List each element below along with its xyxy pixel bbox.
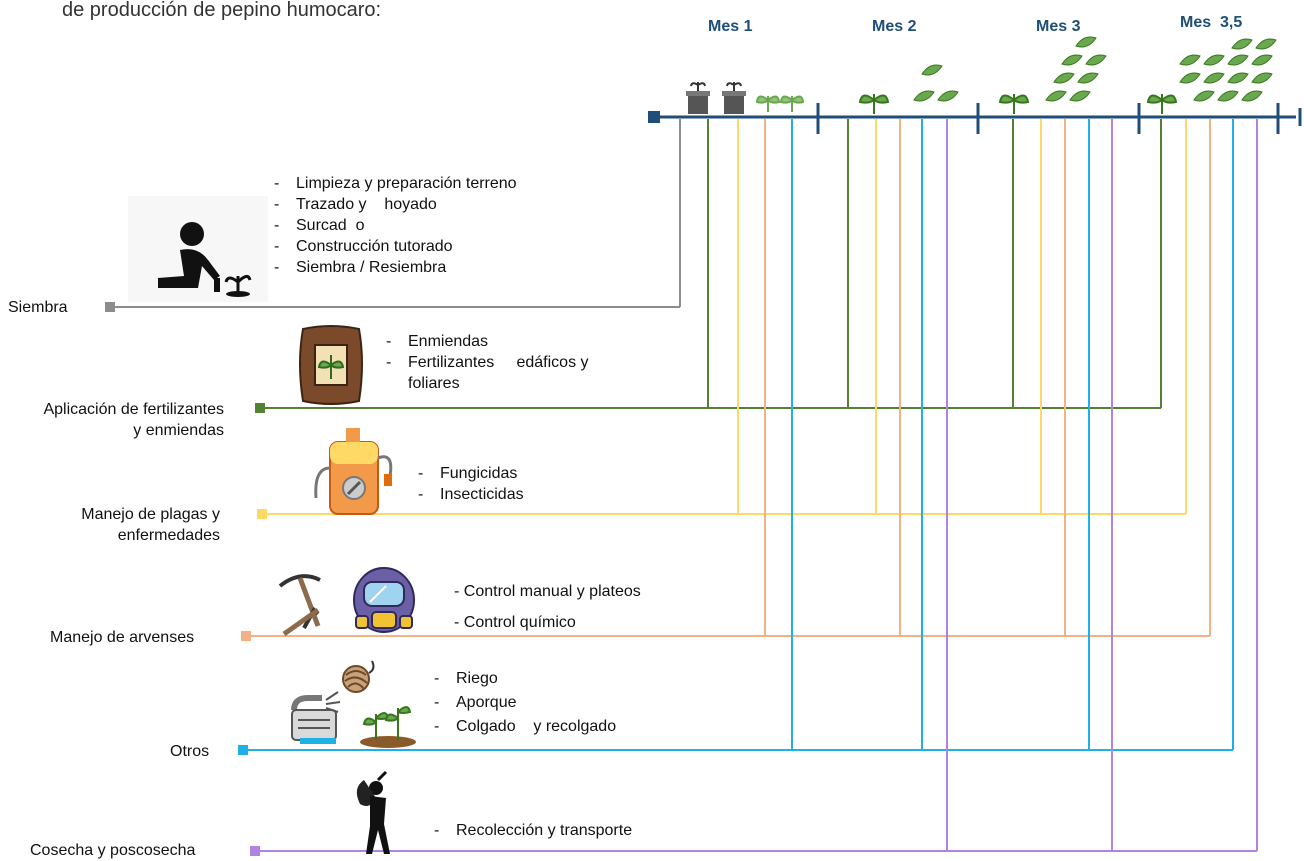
month-label-4: Mes 3,5 (1180, 14, 1243, 31)
connector-lines (105, 119, 1258, 856)
kneeling-planter-icon (128, 196, 268, 302)
task-list-otros: -Riego -Aporque -Colgado y recolgado (434, 667, 616, 739)
cucumber-icon (921, 64, 943, 76)
cucumber-icon (1203, 72, 1225, 84)
task-list-arvenses: - Control manual y plateos - Control quí… (454, 576, 641, 638)
pickaxe-icon (278, 574, 321, 637)
harvester-icon (356, 770, 390, 854)
fertilizer-bag-icon (299, 325, 363, 405)
cucumber-icon (1053, 72, 1075, 84)
activity-marker (238, 745, 248, 755)
task-item: -Riego (434, 670, 498, 687)
task-item: -Aporque (434, 694, 517, 711)
cucumber-icon (1217, 90, 1239, 102)
sprout-icon (779, 95, 805, 112)
cucumber-icon (1085, 54, 1107, 66)
task-item: -Insecticidas (418, 486, 524, 503)
cucumber-icon (1251, 72, 1273, 84)
cucumber-icon (1179, 54, 1201, 66)
gas-mask-icon (353, 567, 415, 633)
cucumber-icon (1251, 54, 1273, 66)
task-list-plagas: -Fungicidas -Insecticidas (418, 463, 524, 505)
month-label-3: Mes 3 (1036, 18, 1081, 35)
task-list-fertilizantes: -Enmiendas -Fertilizantes edáficos y fol… (386, 331, 589, 394)
cucumber-icon (1045, 90, 1067, 102)
activity-marker (255, 403, 265, 413)
cucumber-icon (1227, 72, 1249, 84)
cucumber-icon (1231, 38, 1253, 50)
task-item: - Control manual y plateos (454, 583, 641, 600)
activity-marker (257, 509, 267, 519)
cucumber-icon (1241, 90, 1263, 102)
task-item: -Trazado y hoyado (274, 196, 437, 213)
month-label-1: Mes 1 (708, 18, 753, 35)
task-item: -Fungicidas (418, 465, 518, 482)
category-label-siembra: Siembra (8, 299, 68, 316)
cucumber-icon (1077, 72, 1099, 84)
task-item: foliares (408, 375, 460, 392)
category-label-arvenses: Manejo de arvenses (50, 629, 195, 646)
task-item: -Fertilizantes edáficos y (386, 354, 589, 371)
sprinkler-icon (291, 691, 341, 744)
cucumber-icon (1061, 54, 1083, 66)
cucumber-icon (1179, 72, 1201, 84)
seedlings-icon (360, 706, 416, 748)
cucumber-icon (913, 90, 935, 102)
task-item: -Siembra / Resiembra (274, 259, 447, 276)
task-list-siembra: -Limpieza y preparación terreno -Trazado… (274, 173, 517, 278)
sprout-icon (1146, 94, 1178, 114)
task-item: -Recolección y transporte (434, 822, 633, 839)
category-label-plagas: Manejo de plagas y enfermedades (81, 506, 220, 544)
timeline-start-marker (648, 111, 660, 123)
task-item: -Surcad o (274, 217, 365, 234)
sprout-icon (998, 94, 1030, 114)
sprout-icon (858, 94, 890, 114)
seedling-pot-icon (686, 82, 710, 114)
sprayer-icon (314, 428, 393, 515)
intro-text: de producción de pepino humocaro: (62, 0, 382, 21)
activity-marker (241, 631, 251, 641)
twine-ball-icon (342, 660, 375, 693)
category-label-fertilizantes: Aplicación de fertilizantes y enmiendas (43, 401, 224, 439)
task-item: -Construcción tutorado (274, 238, 453, 255)
activity-marker (105, 302, 115, 312)
category-label-otros: Otros (170, 743, 210, 760)
category-label-cosecha: Cosecha y poscosecha (30, 842, 196, 859)
task-item: - Control químico (454, 614, 576, 631)
cucumber-cluster (913, 36, 1277, 102)
activity-marker (250, 846, 260, 856)
sprout-icon (755, 95, 781, 112)
cucumber-icon (1193, 90, 1215, 102)
cucumber-icon (1255, 38, 1277, 50)
cucumber-icon (937, 90, 959, 102)
cucumber-icon (1227, 54, 1249, 66)
task-item: -Enmiendas (386, 333, 489, 350)
cucumber-icon (1203, 54, 1225, 66)
task-item: -Colgado y recolgado (434, 718, 617, 735)
month-label-2: Mes 2 (872, 18, 917, 35)
cucumber-icon (1069, 90, 1091, 102)
cucumber-icon (1075, 36, 1097, 48)
task-item: -Limpieza y preparación terreno (274, 175, 517, 192)
seedling-pot-icon (722, 82, 746, 114)
task-list-cosecha: -Recolección y transporte (434, 820, 632, 841)
